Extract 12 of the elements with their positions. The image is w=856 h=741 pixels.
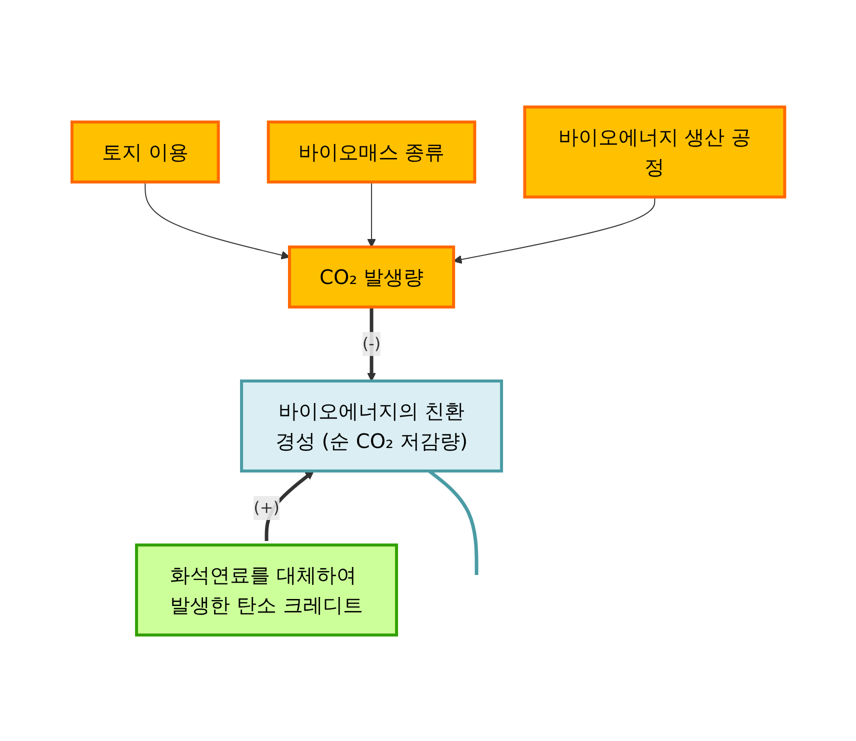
node-box: 토지 이용 [70, 120, 220, 183]
edge-label: (-) [362, 334, 380, 352]
node-box: 화석연료를 대체하여 발생한 탄소 크레디트 [134, 543, 398, 636]
arrow [366, 306, 376, 381]
node-box: 바이오매스 종류 [266, 120, 476, 183]
arrow [366, 181, 376, 247]
arrow [144, 181, 290, 259]
arrow [452, 196, 655, 264]
node-box: CO₂ 발생량 [288, 245, 455, 308]
node-box: 바이오에너지 생산 공정 [522, 105, 786, 198]
edge-label: (+) [253, 498, 280, 516]
node-box: 바이오에너지의 친환경성 (순 CO₂ 저감량) [240, 379, 503, 472]
